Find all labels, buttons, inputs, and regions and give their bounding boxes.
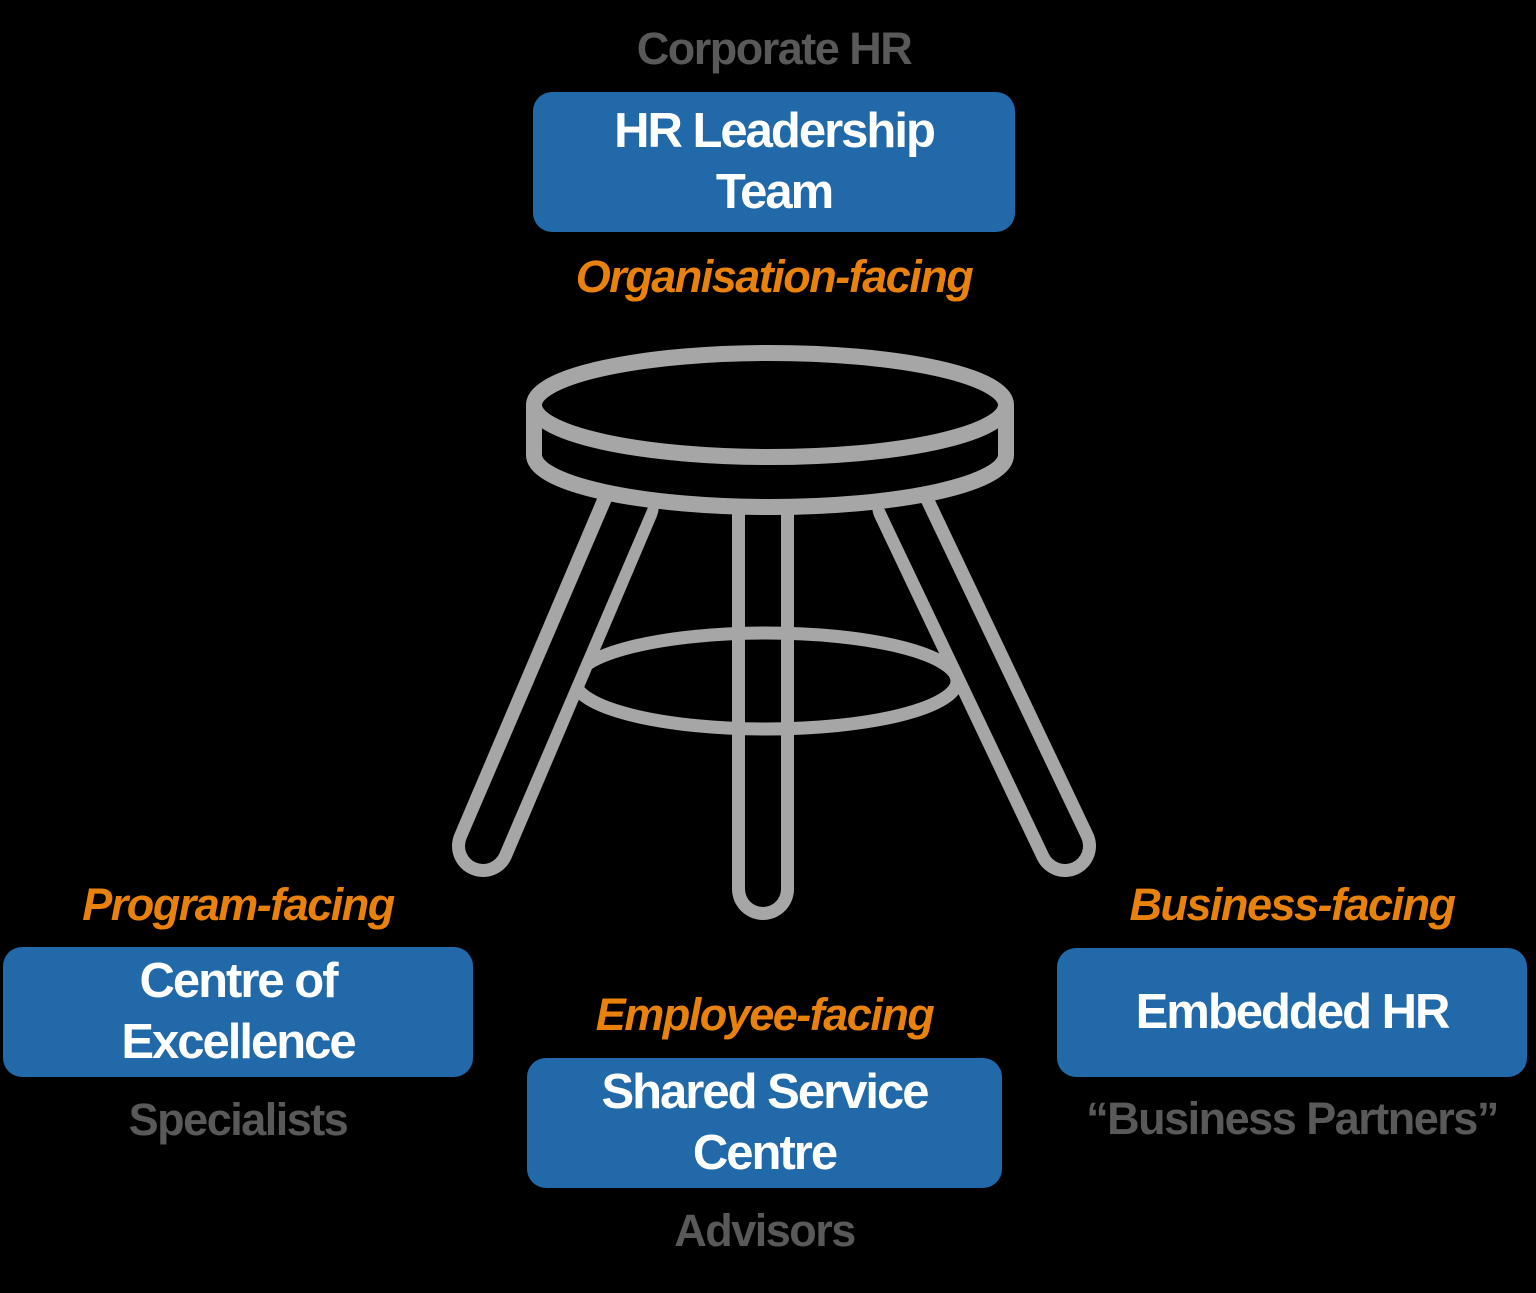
business-facing-label: Business-facing [1129, 879, 1456, 930]
program-facing-label: Program-facing [82, 879, 395, 930]
centre-of-excellence-box: Centre of Excellence [3, 947, 473, 1077]
specialists-label: Specialists [128, 1094, 349, 1145]
employee-facing-label: Employee-facing [595, 989, 935, 1040]
shared-service-centre-box-line2: Centre [692, 1126, 838, 1180]
organisation-facing-label: Organisation-facing [575, 251, 974, 302]
business-partners-label: “Business Partners” [1086, 1093, 1499, 1144]
centre-of-excellence-box-line2: Excellence [121, 1015, 356, 1069]
advisors-label: Advisors [674, 1205, 856, 1256]
corporate-hr-label: Corporate HR [636, 23, 913, 74]
embedded-hr-box-line1: Embedded HR [1135, 984, 1451, 1039]
stool-left-leg [452, 467, 659, 877]
embedded-hr-box: Embedded HR [1057, 948, 1527, 1077]
hr-leadership-team-box: HR Leadership Team [533, 92, 1015, 232]
hr-leadership-team-box-line2: Team [715, 165, 834, 219]
shared-service-centre-box-line1: Shared Service [601, 1064, 929, 1119]
centre-of-excellence-box-line1: Centre of [139, 953, 338, 1008]
shared-service-centre-box: Shared Service Centre [527, 1058, 1002, 1188]
hr-leadership-team-box-line1: HR Leadership [614, 103, 936, 158]
stool-seat [526, 345, 1014, 515]
stool-right-leg [872, 467, 1096, 877]
